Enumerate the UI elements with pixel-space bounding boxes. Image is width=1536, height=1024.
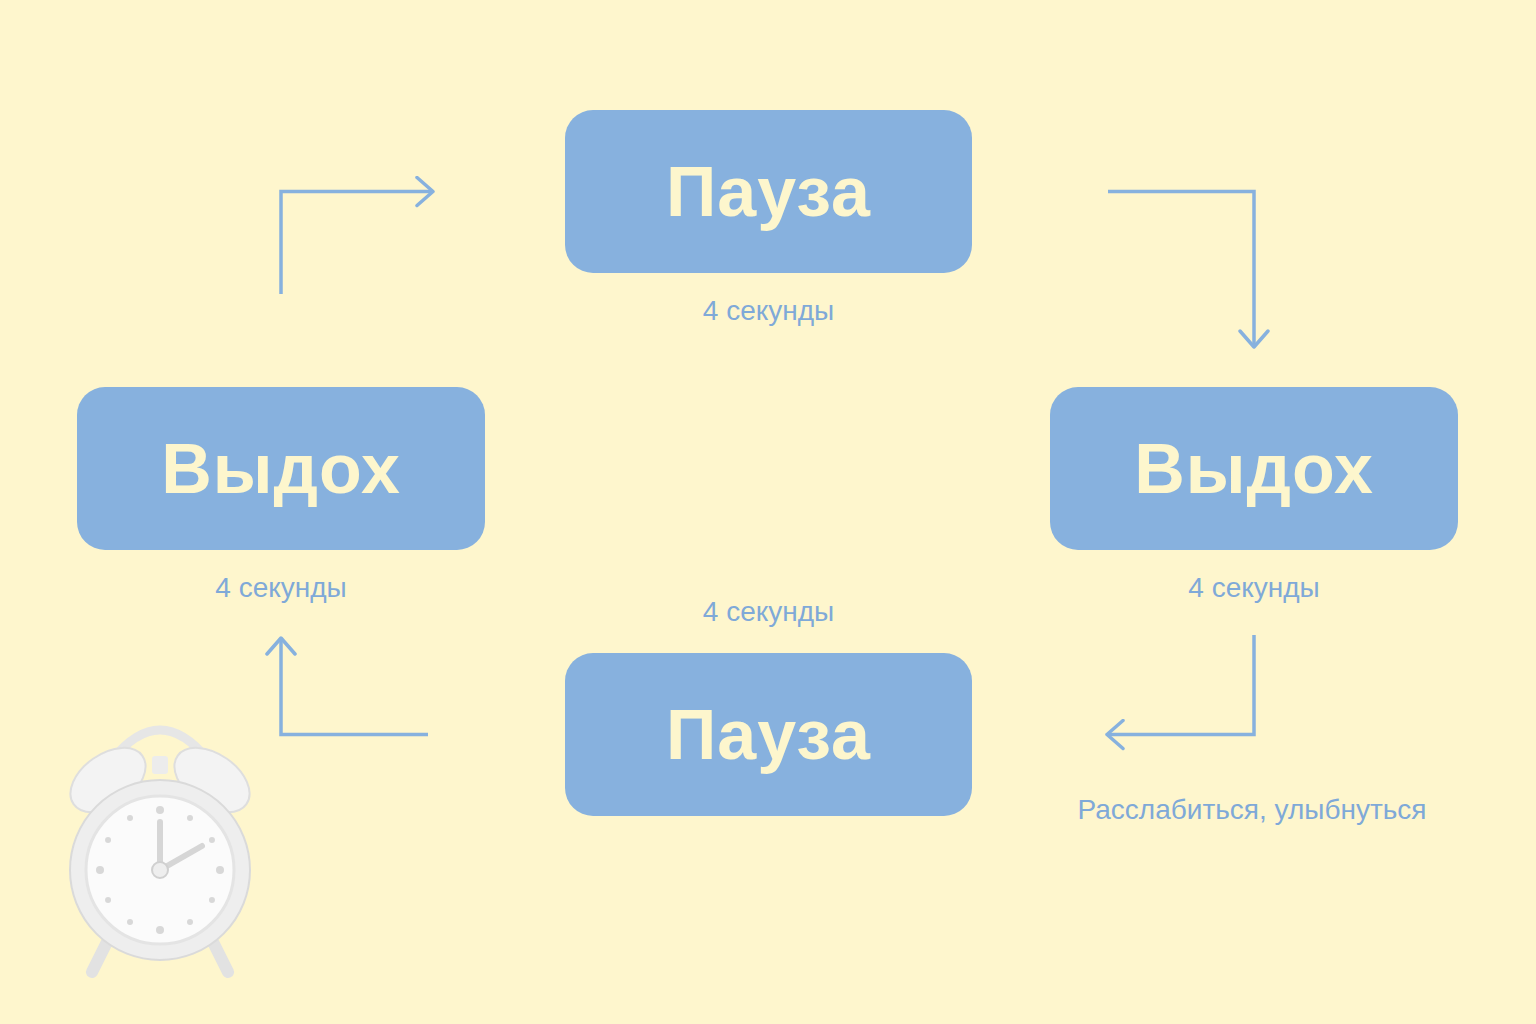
clock-leg: [92, 940, 108, 972]
step-name: Пауза: [666, 157, 871, 227]
flow-arrow: [1108, 192, 1254, 348]
clock-body: [70, 780, 250, 960]
flow-arrow: [1107, 635, 1254, 735]
step-box: Пауза4 секунды: [565, 653, 972, 816]
clock-tick: [105, 837, 111, 843]
clock-tick: [105, 897, 111, 903]
clock-tick: [96, 866, 104, 874]
clock-ticks: [96, 806, 224, 934]
clock-tick: [187, 815, 193, 821]
flow-arrow: [281, 192, 433, 295]
step-box: Выдох4 секунды: [77, 387, 485, 550]
clock-tick: [127, 815, 133, 821]
step-box: Выдох4 секунды: [1050, 387, 1458, 550]
clock-tick: [156, 806, 164, 814]
clock-tick: [209, 837, 215, 843]
clock-tick: [156, 926, 164, 934]
flow-arrow: [281, 638, 428, 735]
alarm-clock: [59, 730, 262, 972]
step-name: Пауза: [666, 700, 871, 770]
step-box: Пауза4 секунды: [565, 110, 972, 273]
clock-tick: [127, 919, 133, 925]
clock-center: [152, 862, 168, 878]
duration-label: 4 секунды: [565, 595, 972, 629]
step-name: Выдох: [161, 434, 401, 504]
step-name: Выдох: [1134, 434, 1374, 504]
clock-knob: [152, 756, 168, 774]
clock-tick: [187, 919, 193, 925]
duration-label: 4 секунды: [77, 571, 485, 605]
duration-label: 4 секунды: [1050, 571, 1458, 605]
clock-face: [86, 796, 234, 944]
edge-note: Расслабиться, улыбнуться: [1074, 793, 1431, 827]
duration-label: 4 секунды: [565, 294, 972, 328]
clock-tick: [216, 866, 224, 874]
clock-tick: [209, 897, 215, 903]
clock-leg: [212, 940, 228, 972]
